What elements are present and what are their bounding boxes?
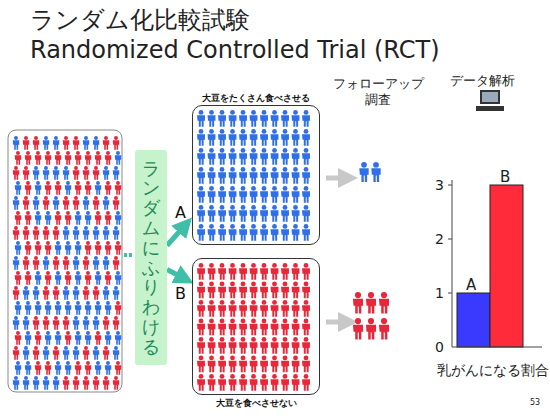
people-figures [13, 110, 389, 391]
random-assign-band: ランダムにふりわける [135, 150, 167, 365]
axis-tick: 0 [435, 339, 444, 355]
population-frame [8, 130, 122, 392]
computer-icon [476, 90, 504, 111]
followup-arrow [326, 320, 348, 325]
bar-label: A [466, 276, 476, 294]
bar-chart [448, 180, 542, 347]
page-number: 53 [530, 398, 540, 407]
group-box: 大豆を食べさせない [192, 258, 320, 395]
group-heading: 大豆をたくさん食べさせる [193, 92, 319, 105]
bar-label: B [500, 168, 510, 186]
subtitle: Randomized Controlled Trial (RCT) [30, 36, 440, 64]
group-letter: A [175, 203, 186, 222]
axis-tick: 2 [435, 231, 444, 247]
followup-label: フォローアップ 調査 [328, 76, 428, 107]
group-letter: B [175, 284, 186, 303]
analysis-label: データ解析 [450, 72, 515, 90]
split-arrow [124, 253, 132, 257]
split-arrow [167, 270, 187, 281]
followup-arrow [326, 176, 348, 181]
axis-tick: 1 [435, 285, 444, 301]
band-text: ランダムにふりわける [142, 159, 160, 357]
axis-tick: 3 [435, 177, 444, 193]
group-heading: 大豆を食べさせない [193, 397, 319, 410]
slide-title: ランダム化比較試験 [30, 4, 250, 36]
axis-title: 乳がんになる割合 [437, 362, 549, 380]
group-box: 大豆をたくさん食べさせる [192, 105, 320, 245]
split-arrow [167, 223, 187, 246]
